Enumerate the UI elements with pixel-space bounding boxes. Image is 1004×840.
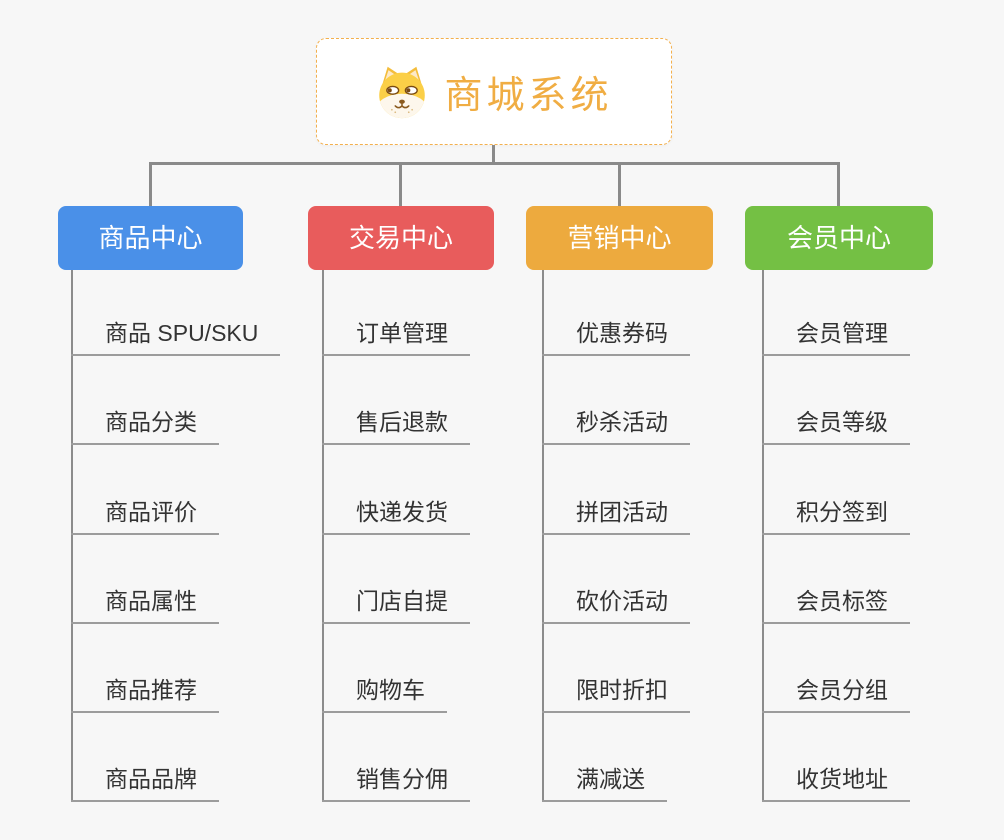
- child-item[interactable]: 会员标签: [762, 589, 910, 624]
- child-item[interactable]: 商品 SPU/SKU: [71, 321, 281, 356]
- child-item[interactable]: 优惠券码: [542, 321, 690, 356]
- child-item[interactable]: 拼团活动: [542, 500, 690, 535]
- child-item[interactable]: 限时折扣: [542, 678, 690, 713]
- trunk-product-center: [71, 270, 73, 802]
- root-node[interactable]: 商城系统: [316, 38, 672, 145]
- branch-member-center[interactable]: 会员中心: [745, 206, 933, 270]
- child-item[interactable]: 购物车: [322, 678, 447, 713]
- child-item[interactable]: 秒杀活动: [542, 410, 690, 445]
- child-item[interactable]: 积分签到: [762, 500, 910, 535]
- child-item[interactable]: 商品评价: [71, 500, 219, 535]
- child-item[interactable]: 快递发货: [322, 500, 470, 535]
- connector-drop-1: [149, 162, 152, 206]
- connector-drop-2: [399, 162, 402, 206]
- connector-drop-3: [618, 162, 621, 206]
- branch-marketing-center[interactable]: 营销中心: [526, 206, 713, 270]
- trunk-trade-center: [322, 270, 324, 802]
- child-item[interactable]: 商品推荐: [71, 678, 219, 713]
- child-item[interactable]: 商品品牌: [71, 767, 219, 802]
- child-item[interactable]: 销售分佣: [322, 767, 470, 802]
- branch-product-center[interactable]: 商品中心: [58, 206, 243, 270]
- branch-trade-center[interactable]: 交易中心: [308, 206, 494, 270]
- trunk-member-center: [762, 270, 764, 802]
- connector-horizontal-bus: [149, 162, 840, 165]
- child-item[interactable]: 商品属性: [71, 589, 219, 624]
- root-title: 商城系统: [444, 75, 613, 117]
- shiba-dog-logo-icon: [375, 65, 429, 119]
- child-item[interactable]: 订单管理: [322, 321, 470, 356]
- connector-root-stem: [492, 145, 495, 163]
- child-item[interactable]: 会员管理: [762, 321, 910, 356]
- child-item[interactable]: 门店自提: [322, 589, 470, 624]
- child-item[interactable]: 砍价活动: [542, 589, 690, 624]
- child-item[interactable]: 满减送: [542, 767, 667, 802]
- child-item[interactable]: 会员分组: [762, 678, 910, 713]
- connector-drop-4: [837, 162, 840, 206]
- child-item[interactable]: 商品分类: [71, 410, 219, 445]
- child-item[interactable]: 收货地址: [762, 767, 910, 802]
- child-item[interactable]: 售后退款: [322, 410, 470, 445]
- trunk-marketing-center: [542, 270, 544, 802]
- child-item[interactable]: 会员等级: [762, 410, 910, 445]
